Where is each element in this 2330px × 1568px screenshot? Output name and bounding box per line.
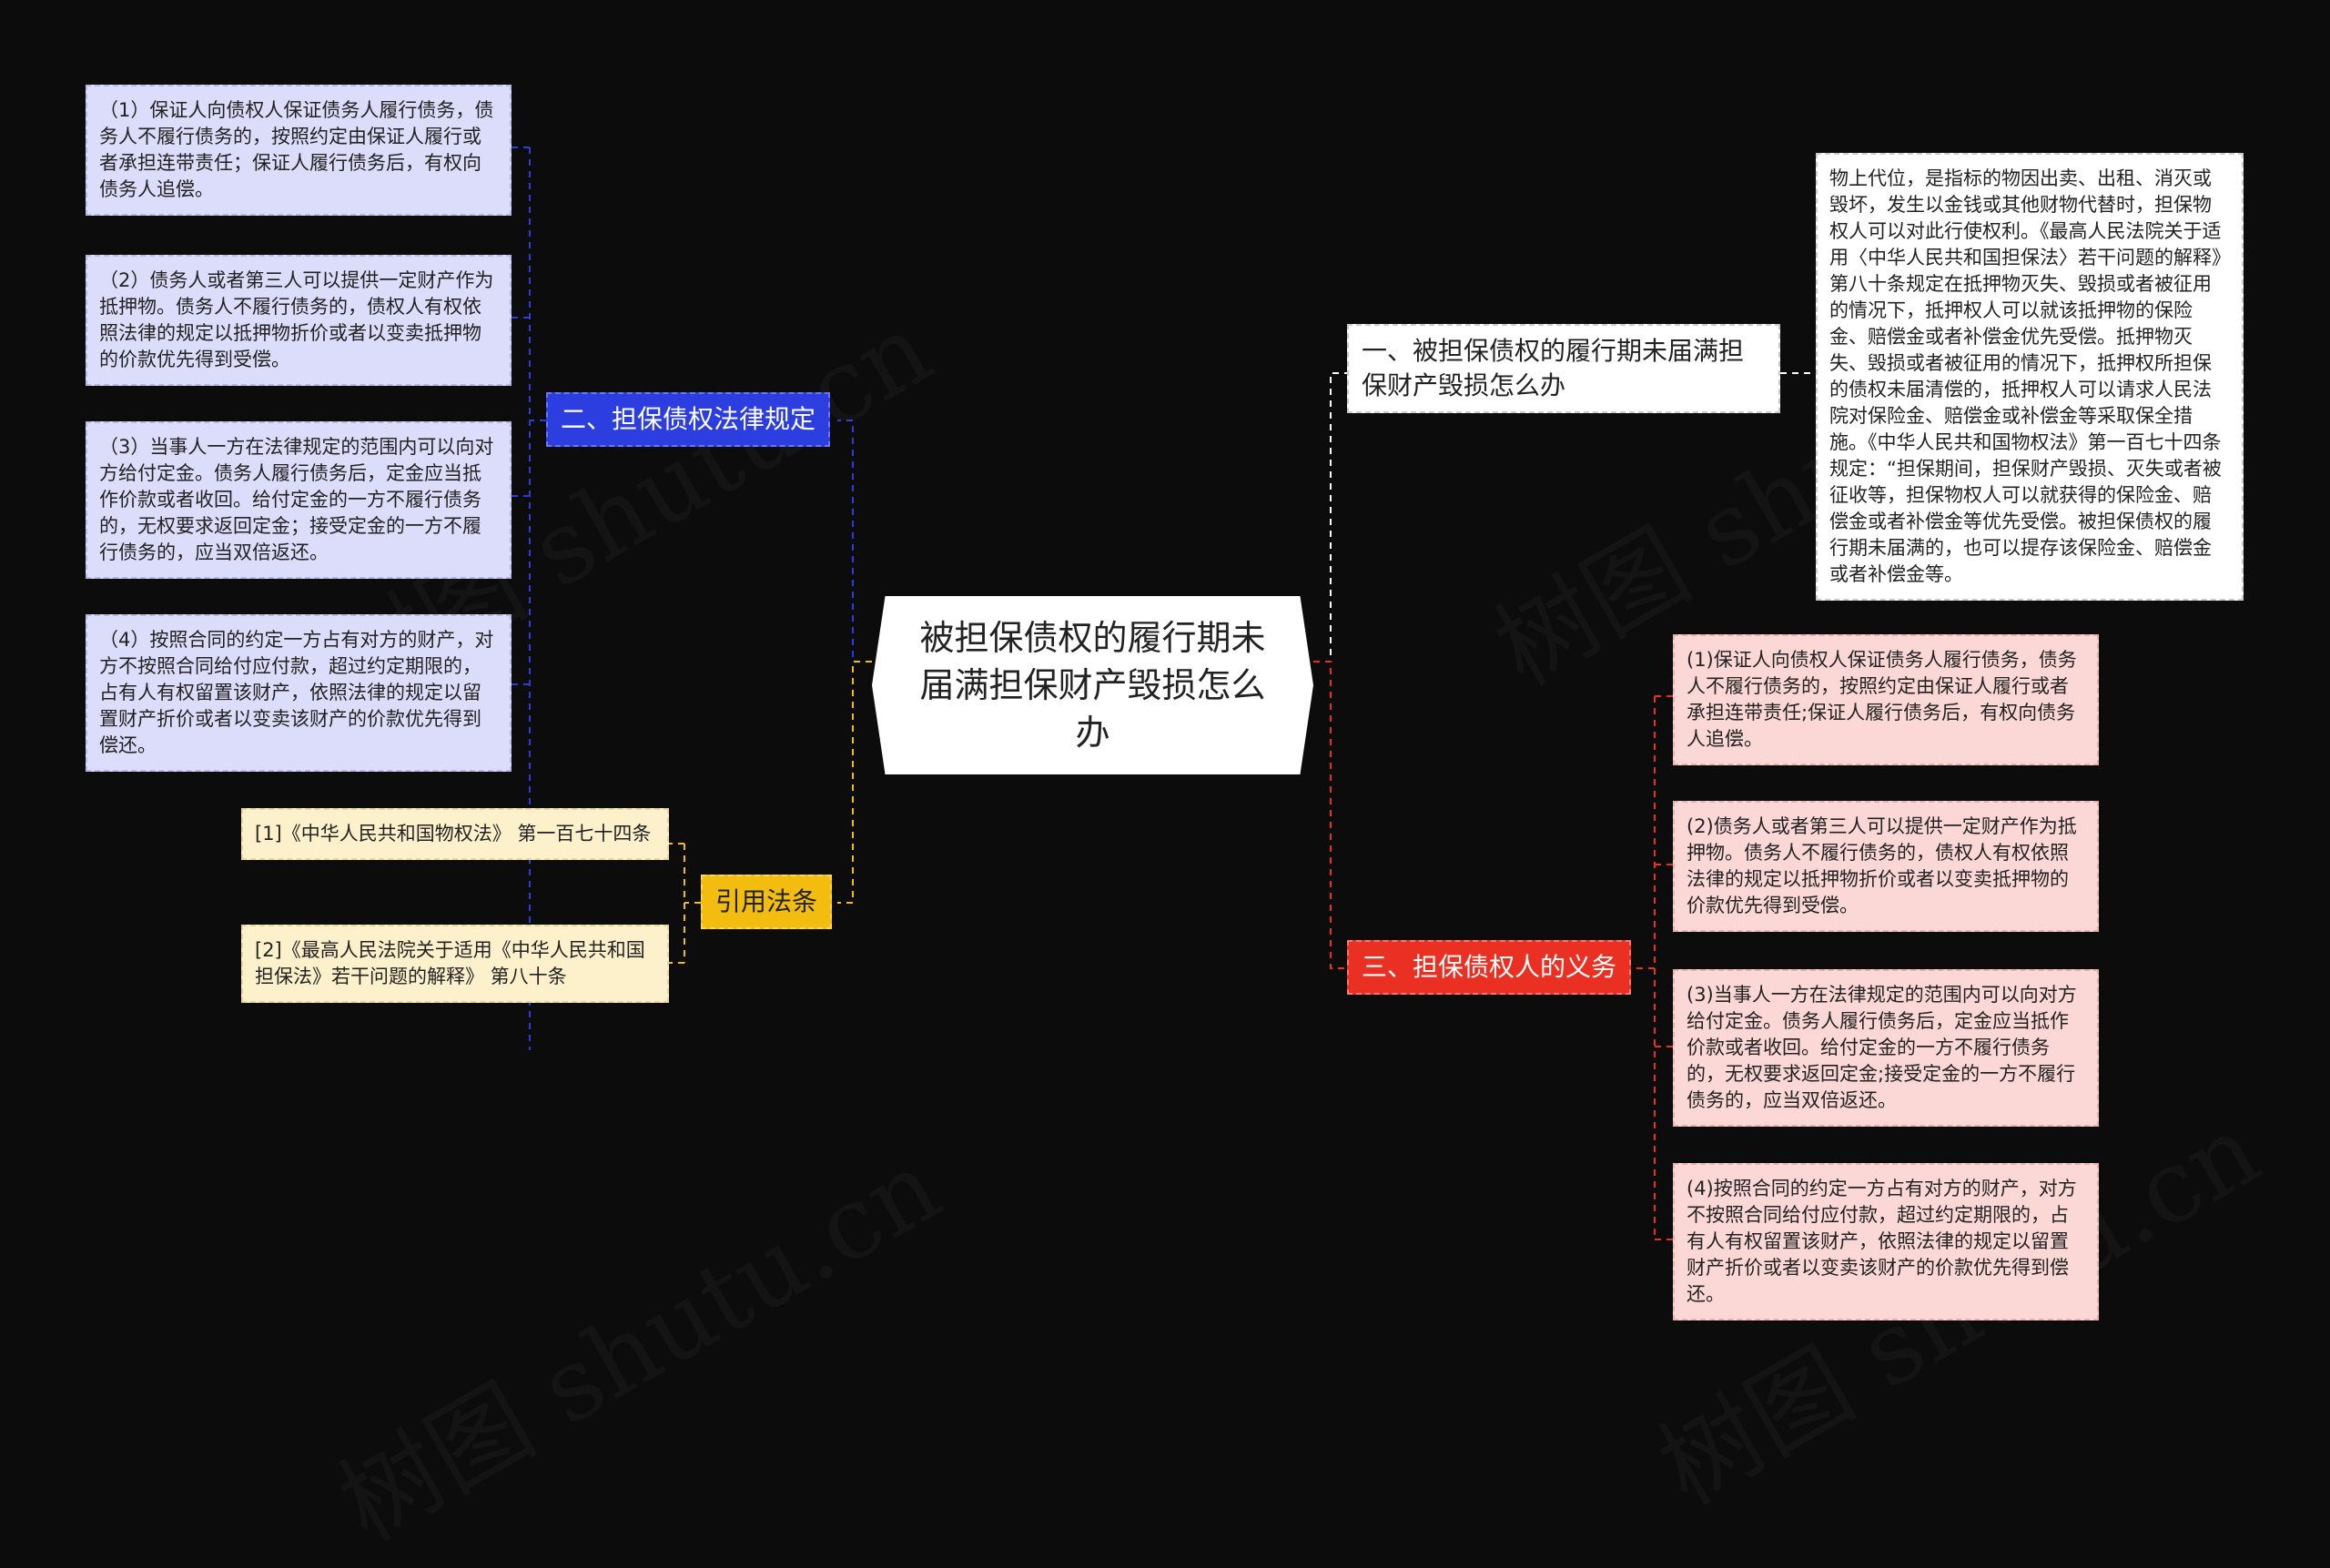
line-legal-items bbox=[512, 147, 546, 1050]
duty-item-2[interactable]: (2)债务人或者第三人可以提供一定财产作为抵押物。债务人不履行债务的，债权人有权… bbox=[1673, 801, 2099, 932]
answer-text[interactable]: 物上代位，是指标的物因出卖、出租、消灭或毁坏，发生以金钱或其他财物代替时，担保物… bbox=[1816, 153, 2244, 601]
duty-item-1[interactable]: (1)保证人向债权人保证债务人履行债务，债务人不履行债务的，按照约定由保证人履行… bbox=[1673, 634, 2099, 765]
line-root-duty bbox=[1313, 661, 1347, 969]
duty-item-4[interactable]: (4)按照合同的约定一方占有对方的财产，对方不按照合同给付应付款，超过约定期限的… bbox=[1673, 1163, 2099, 1320]
line-root-answer bbox=[1313, 372, 1347, 663]
line-root-legal bbox=[837, 420, 872, 663]
cite-item-text: [2]《最高人民法院关于适用《中华人民共和国担保法》若干问题的解释》 第八十条 bbox=[255, 939, 645, 987]
duty-item-text: (4)按照合同的约定一方占有对方的财产，对方不按照合同给付应付款，超过约定期限的… bbox=[1687, 1178, 2077, 1305]
answer-text-content: 物上代位，是指标的物因出卖、出租、消灭或毁坏，发生以金钱或其他财物代替时，担保物… bbox=[1829, 167, 2222, 585]
legal-item-1[interactable]: （1）保证人向债权人保证债务人履行债务，债务人不履行债务的，按照约定由保证人履行… bbox=[86, 85, 512, 216]
legal-item-2[interactable]: （2）债务人或者第三人可以提供一定财产作为抵押物。债务人不履行债务的，债权人有权… bbox=[86, 255, 512, 386]
branch-cite-label: 引用法条 bbox=[715, 886, 818, 916]
legal-item-text: （1）保证人向债权人保证债务人履行债务，债务人不履行债务的，按照约定由保证人履行… bbox=[99, 99, 494, 200]
branch-answer-label: 一、被担保债权的履行期未届满担保财产毁损怎么办 bbox=[1362, 336, 1745, 400]
line-cite-items bbox=[669, 843, 701, 964]
branch-cited-laws[interactable]: 引用法条 bbox=[701, 875, 833, 929]
duty-item-text: (1)保证人向债权人保证债务人履行债务，债务人不履行债务的，按照约定由保证人履行… bbox=[1687, 649, 2077, 750]
duty-item-text: (3)当事人一方在法律规定的范围内可以向对方给付定金。债务人履行债务后，定金应当… bbox=[1687, 984, 2077, 1111]
connector-lines bbox=[512, 147, 1816, 1240]
cite-item-1[interactable]: [1]《中华人民共和国物权法》 第一百七十四条 bbox=[241, 808, 669, 860]
line-duty-items bbox=[1636, 695, 1673, 1240]
branch-creditor-duties[interactable]: 三、担保债权人的义务 bbox=[1347, 940, 1632, 995]
legal-item-4[interactable]: （4）按照合同的约定一方占有对方的财产，对方不按照合同给付应付款，超过约定期限的… bbox=[86, 614, 512, 772]
branch-duty-label: 三、担保债权人的义务 bbox=[1362, 952, 1617, 982]
legal-item-text: （3）当事人一方在法律规定的范围内可以向对方给付定金。债务人履行债务后，定金应当… bbox=[99, 436, 494, 563]
root-title: 被担保债权的履行期未届满担保财产毁损怎么办 bbox=[919, 618, 1266, 753]
branch-answer[interactable]: 一、被担保债权的履行期未届满担保财产毁损怎么办 bbox=[1347, 324, 1780, 413]
duty-item-text: (2)债务人或者第三人可以提供一定财产作为抵押物。债务人不履行债务的，债权人有权… bbox=[1687, 815, 2077, 916]
legal-item-3[interactable]: （3）当事人一方在法律规定的范围内可以向对方给付定金。债务人履行债务后，定金应当… bbox=[86, 421, 512, 579]
root-topic[interactable]: 被担保债权的履行期未届满担保财产毁损怎么办 bbox=[872, 596, 1313, 774]
line-root-cite bbox=[837, 661, 872, 904]
branch-legal-label: 二、担保债权法律规定 bbox=[561, 404, 816, 434]
cite-item-text: [1]《中华人民共和国物权法》 第一百七十四条 bbox=[255, 823, 652, 845]
duty-item-3[interactable]: (3)当事人一方在法律规定的范围内可以向对方给付定金。债务人履行债务后，定金应当… bbox=[1673, 969, 2099, 1127]
legal-item-text: （4）按照合同的约定一方占有对方的财产，对方不按照合同给付应付款，超过约定期限的… bbox=[99, 629, 494, 756]
cite-item-2[interactable]: [2]《最高人民法院关于适用《中华人民共和国担保法》若干问题的解释》 第八十条 bbox=[241, 925, 669, 1003]
legal-item-text: （2）债务人或者第三人可以提供一定财产作为抵押物。债务人不履行债务的，债权人有权… bbox=[99, 269, 494, 370]
branch-legal-provisions[interactable]: 二、担保债权法律规定 bbox=[546, 392, 831, 447]
